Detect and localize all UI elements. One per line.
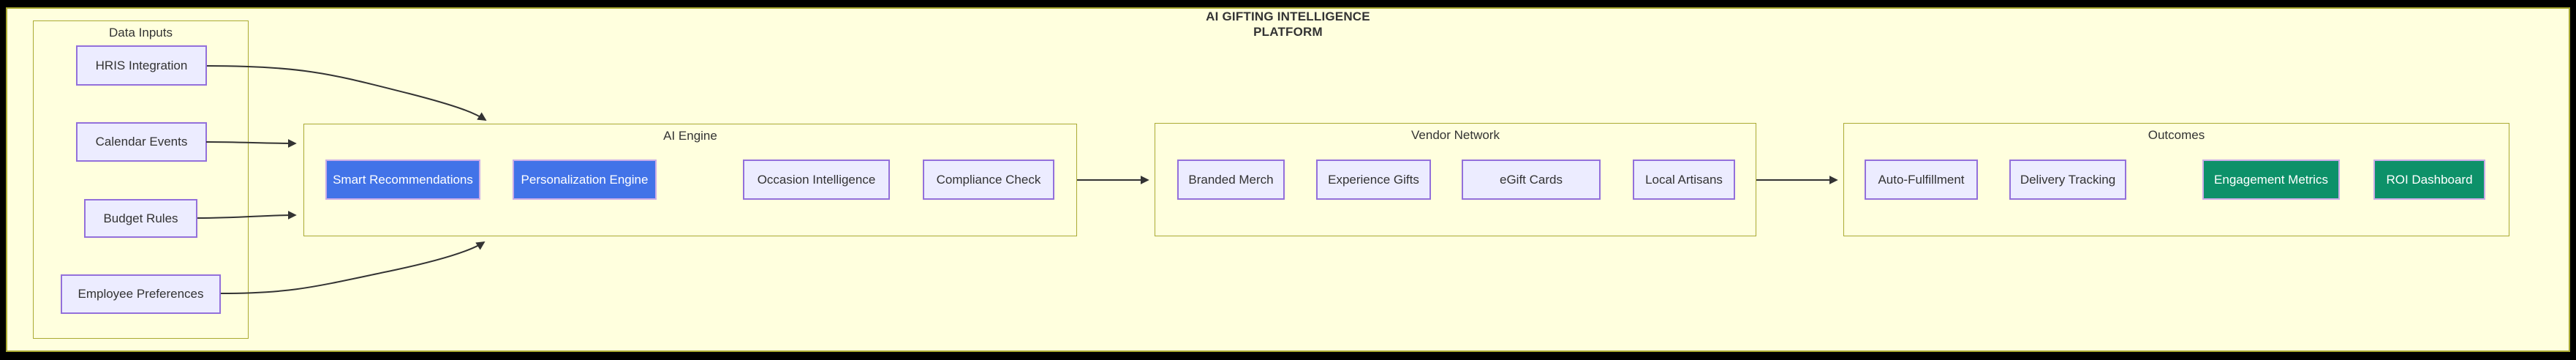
node-occasion-intelligence: Occasion Intelligence xyxy=(743,160,890,200)
node-delivery-tracking: Delivery Tracking xyxy=(2009,160,2126,200)
diagram-title: AI GIFTING INTELLIGENCE PLATFORM xyxy=(0,9,2576,40)
node-budget-rules: Budget Rules xyxy=(84,199,197,238)
node-compliance-check: Compliance Check xyxy=(923,160,1054,200)
node-auto-fulfillment: Auto-Fulfillment xyxy=(1865,160,1978,200)
node-engagement-metrics: Engagement Metrics xyxy=(2202,160,2340,200)
node-local-artisans: Local Artisans xyxy=(1633,160,1735,200)
node-hris-integration: HRIS Integration xyxy=(76,45,207,86)
diagram-title-line2: PLATFORM xyxy=(1253,25,1323,39)
node-experience-gifts: Experience Gifts xyxy=(1316,160,1431,200)
node-smart-recommendations: Smart Recommendations xyxy=(325,160,480,200)
group-ai-engine-label: AI Engine xyxy=(663,129,717,143)
group-vendor-network-label: Vendor Network xyxy=(1411,128,1500,142)
group-data-inputs-label: Data Inputs xyxy=(109,26,173,40)
node-egift-cards: eGift Cards xyxy=(1462,160,1601,200)
node-branded-merch: Branded Merch xyxy=(1177,160,1285,200)
node-calendar-events: Calendar Events xyxy=(76,122,207,162)
node-personalization-engine: Personalization Engine xyxy=(513,160,657,200)
group-outcomes-label: Outcomes xyxy=(2148,128,2205,142)
node-employee-preferences: Employee Preferences xyxy=(61,274,221,314)
node-roi-dashboard: ROI Dashboard xyxy=(2373,160,2485,200)
diagram-title-line1: AI GIFTING INTELLIGENCE xyxy=(1206,10,1370,23)
